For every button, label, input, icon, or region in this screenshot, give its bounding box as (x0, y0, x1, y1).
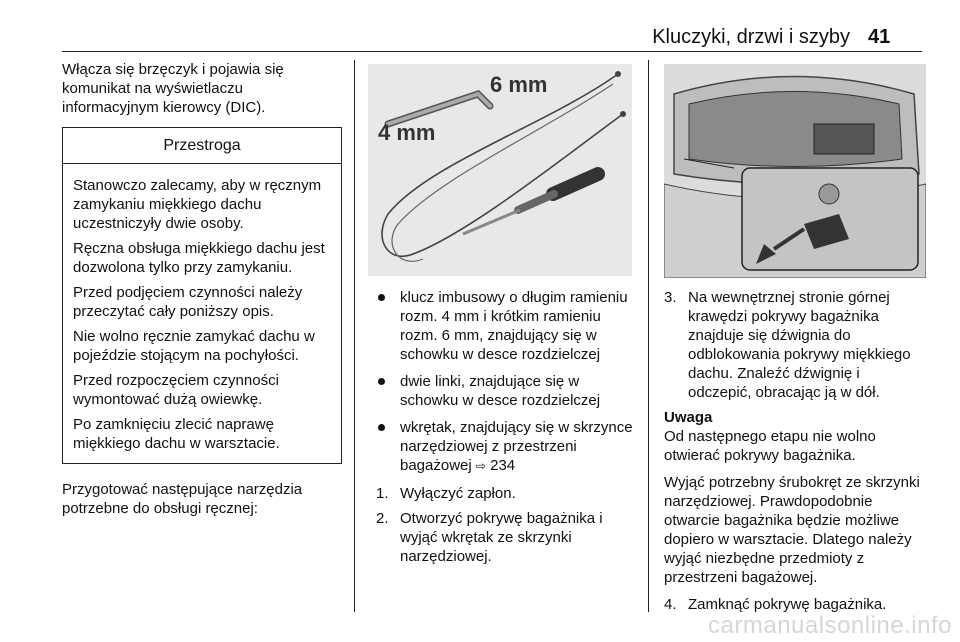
bullet-icon (378, 294, 385, 301)
label-4mm: 4 mm (378, 120, 436, 145)
caution-paragraph: Ręczna obsługa miękkiego dachu jest dozw… (73, 240, 325, 276)
column-divider (354, 60, 355, 612)
caution-paragraph: Przed podjęciem czynności należy przeczy… (73, 284, 303, 320)
tools-list: klucz imbusowy o długim ramieniu rozm. 4… (376, 288, 638, 476)
tools-drawing (381, 71, 626, 262)
step-item: 4.Zamknąć pokrywę bagażnika. (664, 596, 887, 613)
note-title: Uwaga (664, 409, 713, 426)
tools-illustration: 6 mm 4 mm (368, 64, 632, 276)
step-item: 3.Na wewnętrznej stronie górnej krawędzi… (664, 289, 911, 401)
note-text: Od następnego etapu nie wolno otwierać p… (664, 428, 876, 464)
caution-title: Przestroga (63, 128, 341, 164)
caution-body: Stanowczo zalecamy, aby w ręcznym zamyka… (63, 164, 341, 463)
trunk-drawing (664, 64, 926, 278)
page-number: 41 (868, 26, 891, 48)
watermark: carmanualsonline.info (708, 612, 952, 639)
list-item: klucz imbusowy o długim ramieniu rozm. 4… (376, 288, 638, 364)
steps-list: 1.Wyłączyć zapłon. 2.Otworzyć pokrywę ba… (376, 484, 638, 566)
page-ref-arrow-icon: ⇨ (475, 459, 486, 473)
list-item: wkrętak, znajdujący się w skrzynce narzę… (376, 418, 638, 476)
steps-list: 3.Na wewnętrznej stronie górnej krawędzi… (664, 288, 926, 402)
steps-list: 4.Zamknąć pokrywę bagażnika. (664, 595, 926, 614)
caution-box: Przestroga Stanowczo zalecamy, aby w ręc… (62, 127, 342, 464)
caution-paragraph: Po zamknięciu zlecić naprawę miękkiego d… (73, 416, 280, 452)
caution-paragraph: Nie wolno ręcznie zamykać dachu w pojeźd… (73, 328, 315, 364)
step-item: 1.Wyłączyć zapłon. (376, 485, 516, 502)
column-right: 3.Na wewnętrznej stronie górnej krawędzi… (664, 288, 926, 620)
intro-paragraph: Włącza się brzęczyk i pojawia się komuni… (62, 61, 284, 116)
page-ref[interactable]: 234 (490, 457, 516, 474)
bullet-icon (378, 424, 385, 431)
caution-paragraph: Przed rozpoczęciem czynności wymontować … (73, 372, 279, 408)
step-item: 2.Otworzyć pokrywę bagażnika i wyjąć wkr… (376, 510, 603, 565)
outro-paragraph: Przygotować następujące narzędzia potrze… (62, 481, 303, 517)
running-header-title: Kluczyki, drzwi i szyby (652, 26, 850, 48)
trunk-illustration (664, 64, 926, 278)
column-left: Włącza się brzęczyk i pojawia się komuni… (62, 60, 342, 526)
body-paragraph: Wyjąć potrzebny śrubokręt ze skrzynki na… (664, 474, 920, 586)
column-divider (648, 60, 649, 612)
label-6mm: 6 mm (490, 72, 548, 97)
caution-paragraph: Stanowczo zalecamy, aby w ręcznym zamyka… (73, 177, 322, 232)
bullet-icon (378, 378, 385, 385)
header-rule (62, 51, 922, 52)
column-middle: klucz imbusowy o długim ramieniu rozm. 4… (376, 288, 638, 572)
list-item: dwie linki, znajdujące się w schowku w d… (376, 372, 638, 410)
